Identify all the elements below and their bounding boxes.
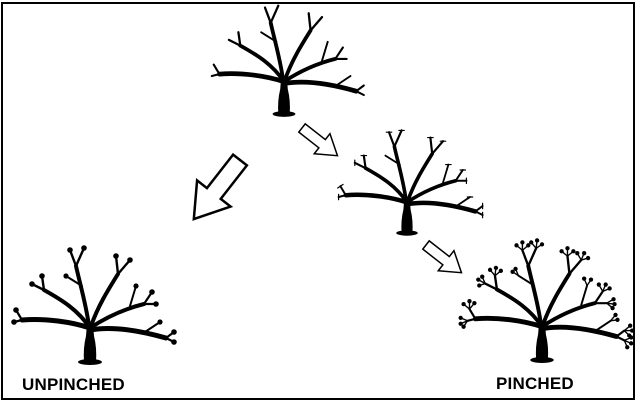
label-unpinched: UNPINCHED <box>22 375 125 394</box>
tree-pinch-marks-icon <box>338 130 483 235</box>
arrow-to-unpinched-icon <box>175 145 258 234</box>
tree-original-icon <box>212 6 364 117</box>
arrow-to-pinched-icon <box>417 234 471 284</box>
label-pinched: PINCHED <box>496 374 574 393</box>
tree-pinched-icon <box>457 237 636 363</box>
arrow-to-pinched-marks-icon <box>293 117 347 167</box>
diagram-border <box>1 2 635 400</box>
tree-unpinched-icon <box>11 245 177 365</box>
